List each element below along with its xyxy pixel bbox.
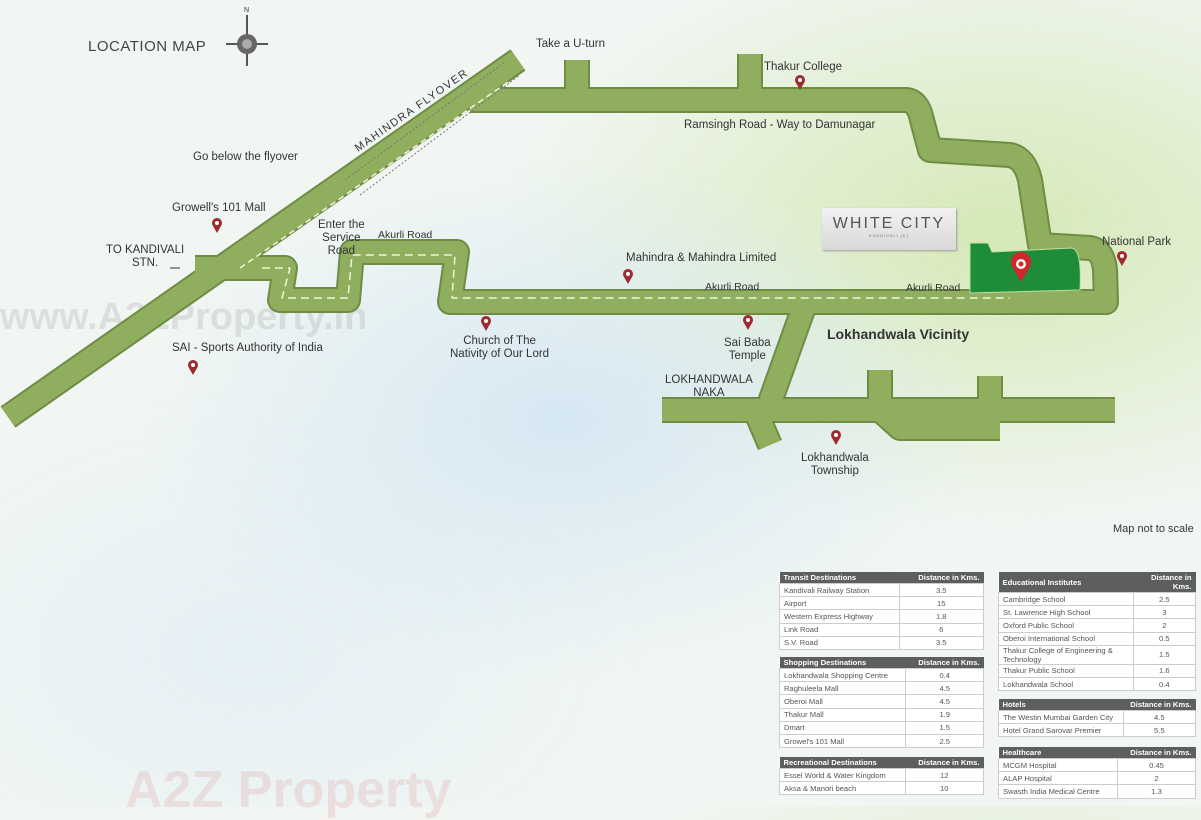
pin-icon: [623, 268, 634, 284]
page-title: LOCATION MAP: [88, 38, 207, 55]
place-sai-baba: Sai Baba Temple: [724, 337, 771, 362]
pin-icon: [743, 314, 754, 330]
pin-icon: [188, 360, 199, 375]
uturn-label: Take a U-turn: [536, 38, 606, 50]
compass-icon: N: [226, 7, 268, 66]
place-growells-mall: Growell's 101 Mall: [172, 202, 266, 214]
akurli-road-label: Akurli Road: [378, 229, 433, 241]
lokhandwala-vicinity-label: Lokhandwala Vicinity: [827, 326, 970, 342]
table-row: Thakur College of Engineering & Technolo…: [998, 644, 1197, 665]
below-flyover-label: Go below the flyover: [193, 151, 298, 163]
to-kandivali-label: TO KANDIVALI STN.: [106, 244, 185, 269]
svg-text:N: N: [244, 7, 249, 14]
place-church: Church of The Nativity of Our Lord: [450, 335, 550, 360]
map-pins: [188, 75, 1127, 445]
lokhandwala-naka-label: LOKHANDWALA NAKA: [665, 374, 753, 399]
place-sai: SAI - Sports Authority of India: [172, 342, 323, 354]
pin-icon: [212, 217, 223, 233]
place-mahindra: Mahindra & Mahindra Limited: [626, 252, 777, 264]
pin-icon: [831, 429, 842, 445]
project-pin-icon: [1011, 252, 1031, 282]
pin-icon: [480, 316, 491, 331]
place-thakur-college: Thakur College: [764, 61, 842, 73]
akurli-road-label: Akurli Road: [705, 281, 760, 293]
ramsingh-road-label: Ramsingh Road - Way to Damunagar: [684, 119, 876, 131]
place-lokhandwala-township: Lokhandwala Township: [801, 452, 869, 477]
scale-note: Map not to scale: [1113, 523, 1194, 535]
akurli-road-label: Akurli Road: [906, 282, 961, 294]
service-road-label: Enter the Service Road: [318, 219, 365, 257]
place-national-park: National Park: [1102, 236, 1172, 248]
pin-icon: [795, 75, 806, 90]
pin-icon: [1117, 250, 1127, 266]
